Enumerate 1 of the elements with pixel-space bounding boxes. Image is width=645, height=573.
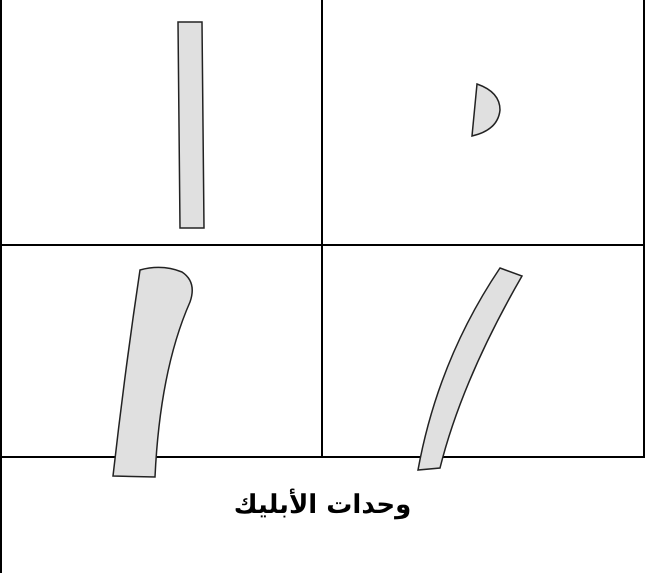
table-caption: وحدات الأبليك	[234, 490, 412, 520]
